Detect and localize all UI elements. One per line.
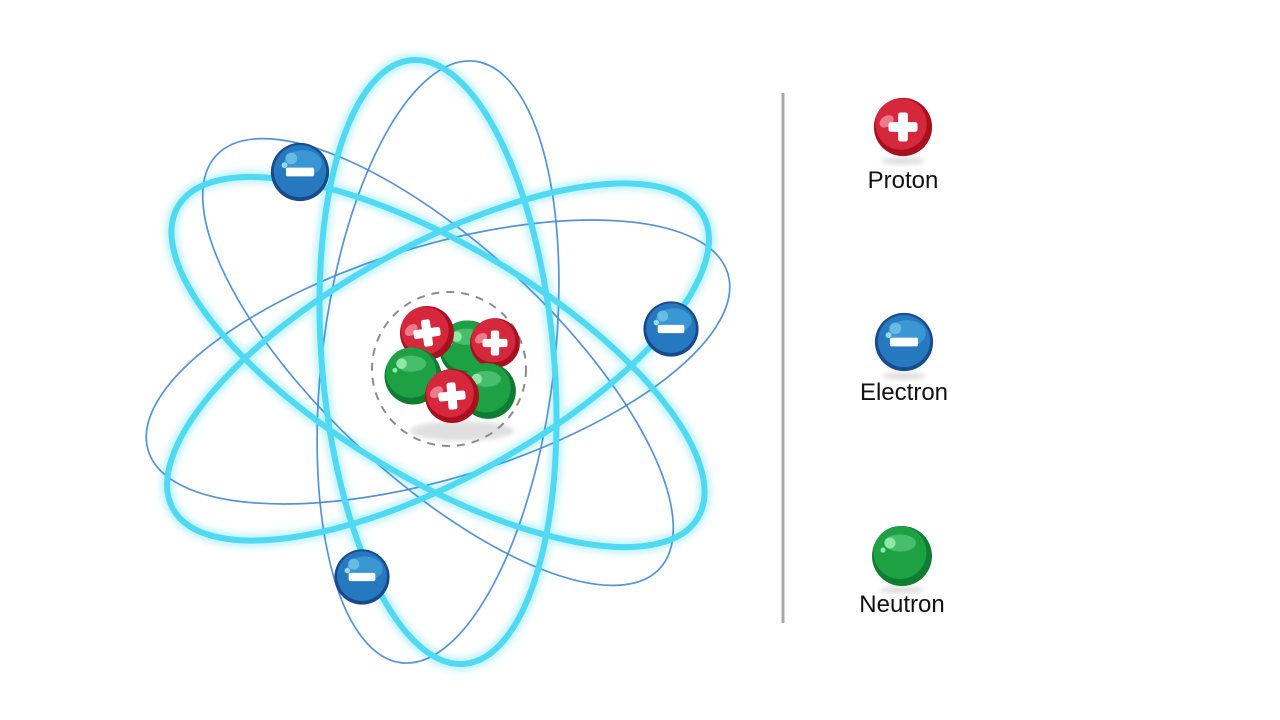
neutron-label: Neutron	[859, 591, 944, 618]
electron-legend-icon	[874, 312, 934, 372]
orbit-thin-line-2	[201, 137, 675, 587]
electron-label: Electron	[860, 379, 948, 406]
legend: Proton Electron Neutron	[859, 97, 948, 618]
electron-particle	[270, 142, 330, 202]
legend-electron-shadow	[882, 372, 926, 380]
nucleus-shadow	[410, 421, 514, 441]
orbit-ellipse-3	[316, 56, 560, 668]
legend-item-proton: Proton	[868, 97, 939, 194]
nucleus	[371, 291, 527, 447]
orbit-ellipse-1	[164, 180, 712, 544]
nucleus-proton	[470, 318, 520, 368]
legend-proton-shadow	[881, 157, 925, 165]
legend-item-neutron: Neutron	[859, 526, 945, 618]
electron-particle	[334, 549, 390, 605]
orbit-ellipse-2	[168, 173, 708, 551]
electron-orbits	[145, 52, 731, 672]
orbit-thin-line-3	[316, 60, 560, 664]
electron-particle	[643, 301, 699, 357]
nucleus-dashed-ring	[371, 291, 527, 447]
proton-legend-icon	[873, 97, 933, 157]
legend-item-electron: Electron	[860, 312, 948, 406]
neutron-legend-icon	[872, 526, 932, 586]
proton-label: Proton	[868, 167, 939, 194]
legend-neutron-shadow	[880, 586, 924, 594]
